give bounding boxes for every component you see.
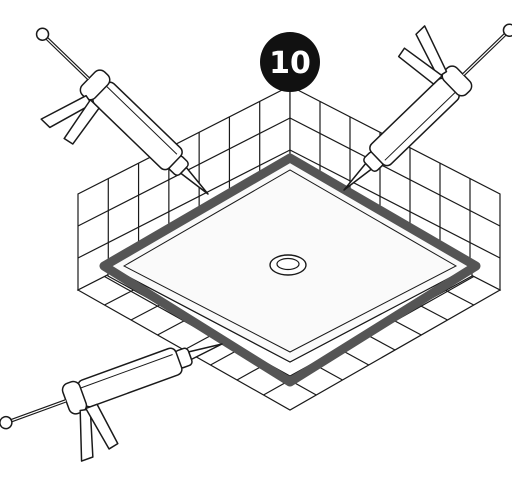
- gun-plunger-rod-core: [462, 32, 507, 76]
- gun-plunger-rod-core: [45, 36, 90, 80]
- gun-barrel-highlight: [104, 84, 178, 155]
- gun-trigger: [397, 47, 443, 85]
- step-number: 10: [269, 46, 311, 81]
- shower-pan: [106, 159, 474, 377]
- gun-plunger-knob: [502, 23, 512, 37]
- sealant-bead: [99, 153, 481, 387]
- caulking-gun-icon: [343, 23, 512, 191]
- tile-joint: [289, 149, 501, 259]
- step-badge-circle: [260, 32, 320, 92]
- gun-plunger-rod-core: [9, 400, 67, 422]
- caulking-gun-icon: [0, 343, 223, 462]
- tiled-wall-corner: [77, 85, 501, 291]
- gun-plunger-knob: [0, 415, 13, 430]
- gun-barrel: [77, 347, 183, 408]
- tile-joint: [77, 149, 291, 259]
- gun-trigger: [63, 99, 100, 145]
- drain-inner: [276, 257, 300, 271]
- gun-barrel-highlight: [384, 90, 458, 161]
- gun-trigger: [85, 403, 119, 450]
- caulking-gun-icon: [35, 27, 209, 195]
- gun-plunger-knob: [35, 27, 50, 41]
- tile-joint: [289, 117, 501, 227]
- pan-inner-edge: [122, 169, 458, 353]
- gun-barrel-highlight: [78, 354, 173, 390]
- gun-barrel: [92, 81, 183, 171]
- step-number-badge: 10: [260, 32, 320, 92]
